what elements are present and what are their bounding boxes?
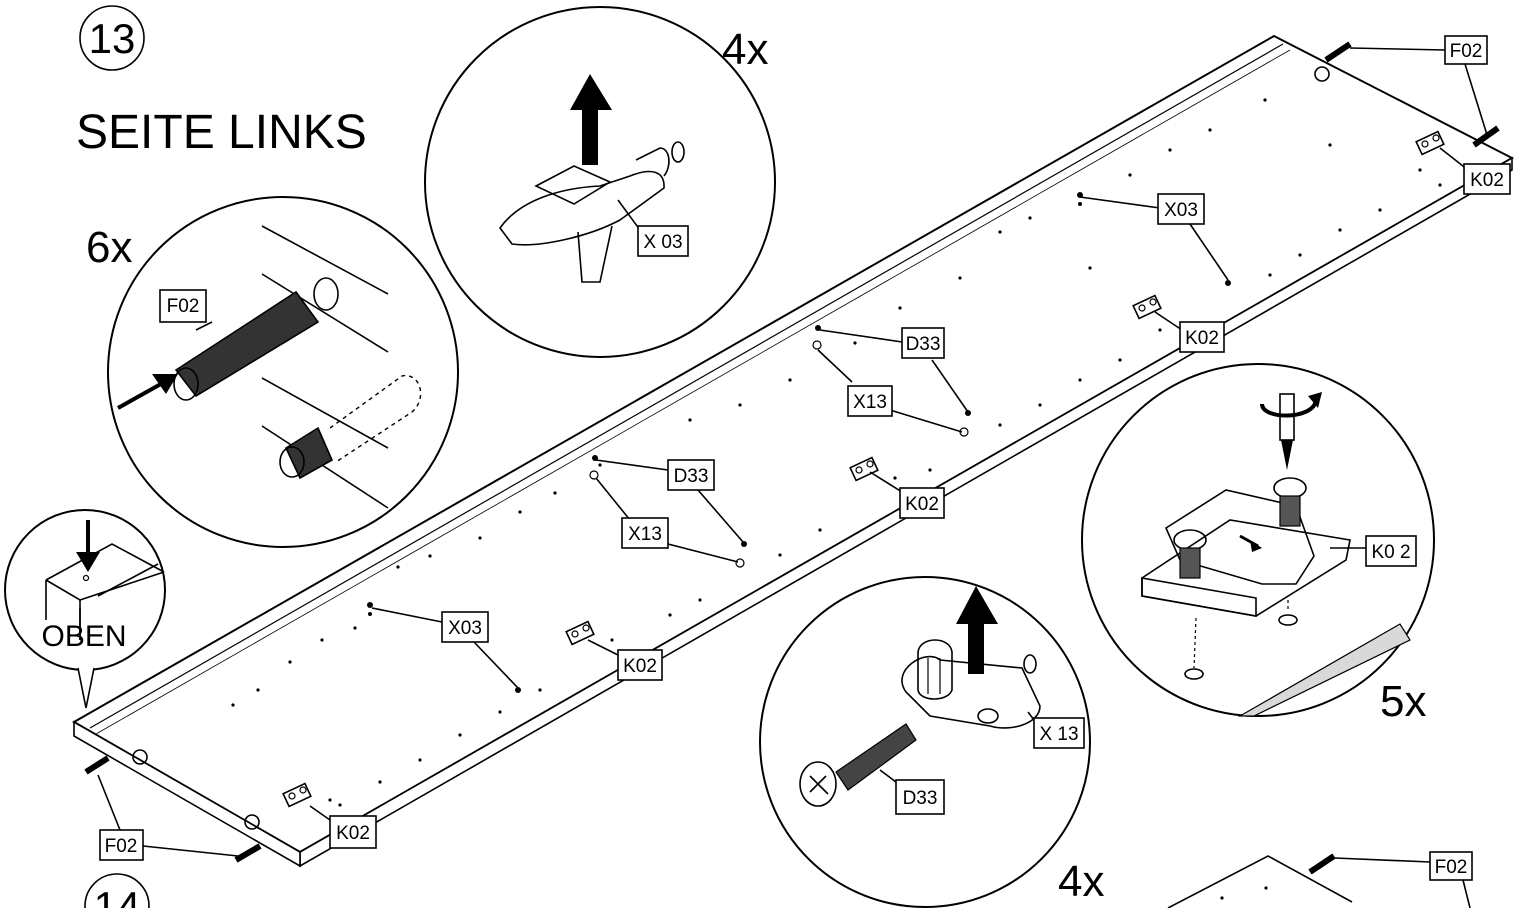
dowel-right — [1308, 853, 1336, 875]
hinge-plate-5 — [1415, 130, 1445, 156]
dowel-top-1 — [1324, 41, 1352, 63]
svg-text:D33: D33 — [674, 466, 709, 487]
screw-3 — [812, 325, 822, 350]
label-x13-detail: X 13 — [1033, 717, 1085, 749]
svg-text:X 03: X 03 — [643, 232, 682, 253]
label-f02-next: F02 — [1429, 851, 1473, 881]
label-k02-mid: K02 — [899, 487, 945, 519]
next-step-number: 14 — [94, 883, 141, 908]
step-14-badge: 14 — [84, 873, 150, 908]
svg-text:X03: X03 — [1164, 200, 1198, 221]
step-title: SEITE LINKS — [76, 106, 367, 159]
svg-text:K02: K02 — [1185, 328, 1219, 349]
svg-text:X 13: X 13 — [1039, 724, 1078, 745]
label-k02-detail: K0 2 — [1365, 535, 1417, 567]
svg-text:K02: K02 — [905, 494, 939, 515]
screw-left — [1173, 529, 1207, 579]
svg-text:K0 2: K0 2 — [1371, 542, 1410, 563]
label-x13-lower: X13 — [621, 517, 669, 549]
hinge-qty: 5x — [1380, 677, 1426, 726]
detail-connector: 4x X 13 D33 — [759, 576, 1104, 908]
label-x03-lower: X03 — [441, 611, 489, 643]
detail-top-marker: OBEN — [4, 509, 166, 709]
down-arrow-icon — [76, 520, 100, 572]
leader-lines — [97, 47, 1489, 908]
dowel-pin-small — [279, 426, 334, 480]
hinge-plate-1 — [282, 782, 312, 808]
hinge-plate-2 — [565, 620, 595, 646]
detail-shelf-support: 4x X 03 — [424, 6, 776, 358]
hinge-plate-3 — [849, 456, 879, 482]
label-x03-upper: X03 — [1157, 193, 1205, 225]
label-f02-bottom: F02 — [99, 829, 144, 861]
svg-text:F02: F02 — [1435, 857, 1468, 878]
step-13-badge: 13 — [79, 5, 145, 71]
step-number: 13 — [89, 15, 136, 62]
label-k02-top: K02 — [1463, 163, 1511, 195]
label-d33-upper: D33 — [901, 327, 945, 359]
svg-text:X03: X03 — [448, 618, 482, 639]
arrow-right-icon — [117, 374, 178, 410]
up-arrow-icon — [570, 74, 612, 165]
dowel-bottom-1 — [84, 755, 110, 775]
screw-right — [1273, 477, 1307, 527]
drill-holes — [231, 98, 1442, 807]
svg-text:K02: K02 — [1470, 170, 1504, 191]
label-d33-detail: D33 — [895, 779, 945, 815]
screw-d33 — [799, 723, 917, 807]
label-x13-upper: X13 — [847, 385, 893, 417]
arrow-direction-icon — [1239, 534, 1262, 552]
svg-text:X13: X13 — [628, 524, 662, 545]
dowel-pin-large — [173, 290, 320, 401]
dowel-qty: 6x — [86, 223, 132, 272]
svg-text:X13: X13 — [853, 392, 887, 413]
svg-text:K02: K02 — [336, 823, 370, 844]
detail-hinge-plate: 5x K0 2 — [1081, 363, 1435, 726]
hinge-plate-4 — [1132, 294, 1162, 320]
shelf-support-2 — [515, 687, 521, 693]
dowel-bottom-2 — [234, 843, 262, 863]
screw-2 — [735, 541, 747, 568]
svg-text:D33: D33 — [906, 334, 941, 355]
label-k02-upper: K02 — [1179, 321, 1225, 353]
label-k02-lower: K02 — [617, 649, 663, 681]
detail-dowel: 6x F02 — [86, 196, 459, 548]
shelf-support-1 — [367, 602, 373, 616]
label-f02-top: F02 — [1444, 35, 1488, 65]
label-d33-lower: D33 — [667, 459, 715, 491]
shelf-support-4 — [1225, 280, 1231, 286]
svg-text:D33: D33 — [903, 788, 938, 809]
top-marker-text: OBEN — [41, 620, 126, 653]
label-f02-detail: F02 — [159, 289, 207, 323]
svg-text:F02: F02 — [1450, 41, 1483, 62]
dowel-top-2 — [1472, 125, 1500, 148]
up-arrow-icon-2 — [956, 586, 998, 674]
svg-text:F02: F02 — [105, 836, 138, 857]
svg-text:K02: K02 — [623, 656, 657, 677]
connector-qty: 4x — [1058, 857, 1104, 906]
svg-text:F02: F02 — [167, 296, 200, 317]
label-k02-bottom: K02 — [329, 815, 377, 849]
shelf-support-qty: 4x — [722, 25, 768, 74]
label-x03-detail: X 03 — [637, 225, 689, 257]
screwdriver-icon — [1260, 392, 1322, 470]
